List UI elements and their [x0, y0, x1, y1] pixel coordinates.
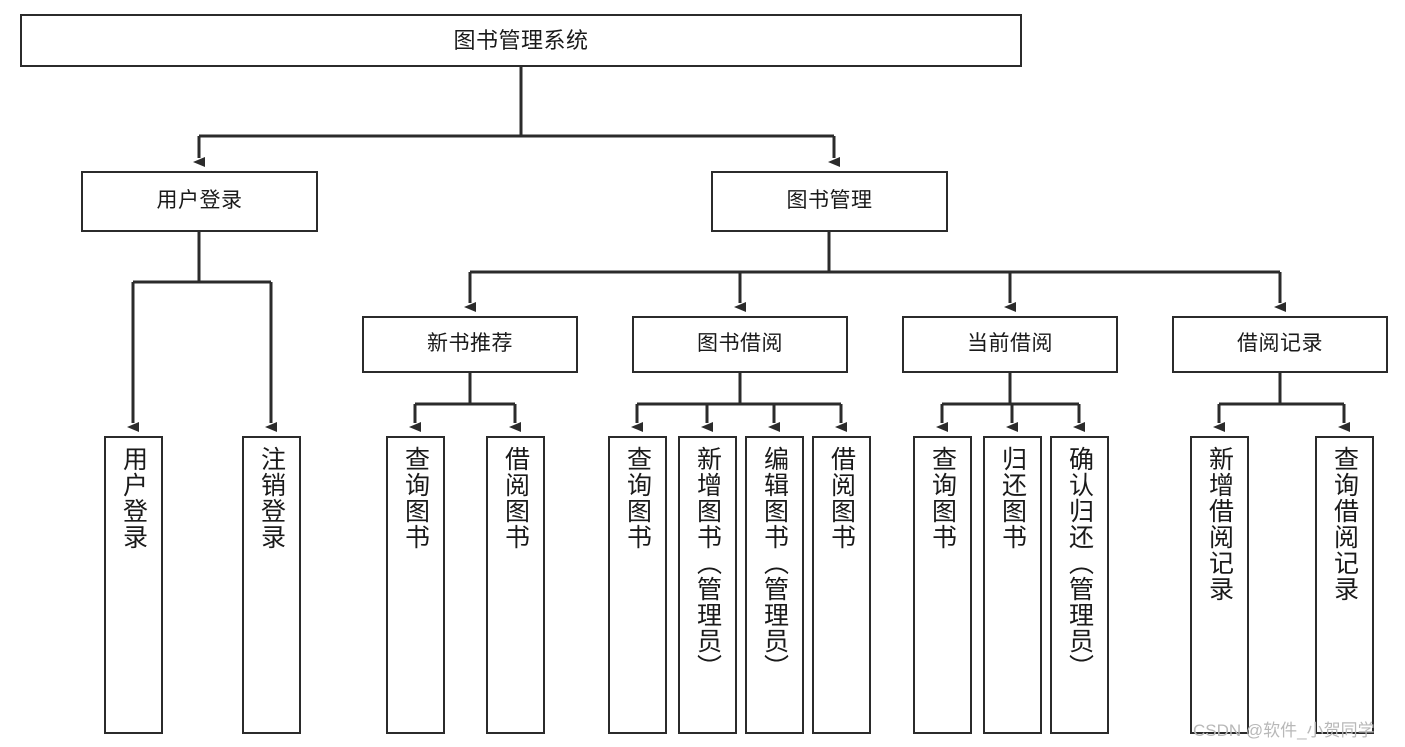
- node-label: 归还图书: [998, 446, 1027, 550]
- csdn-watermark: CSDN @软件_小贺同学: [1193, 721, 1375, 740]
- leaf-borrow-book[interactable]: 借阅图书: [812, 436, 871, 734]
- node-label: 当前借阅: [967, 332, 1053, 356]
- leaf-query-book-borrow[interactable]: 查询图书: [608, 436, 667, 734]
- leaf-query-book-cur[interactable]: 查询图书: [913, 436, 972, 734]
- node-label: 图书管理: [786, 189, 873, 213]
- node-current-borrow[interactable]: 当前借阅: [902, 316, 1118, 373]
- node-label: 查询借阅记录: [1330, 446, 1359, 602]
- node-label: 图书借阅: [697, 332, 783, 356]
- node-label: 新增借阅记录: [1205, 446, 1234, 602]
- node-borrow-record[interactable]: 借阅记录: [1172, 316, 1388, 373]
- node-label: 查询图书: [928, 446, 957, 550]
- node-label: 新增图书（管理员）: [693, 446, 722, 680]
- leaf-borrow-book-rec[interactable]: 借阅图书: [486, 436, 545, 734]
- node-label: 确认归还（管理员）: [1065, 446, 1094, 680]
- node-label: 借阅记录: [1237, 332, 1323, 356]
- node-label: 注销登录: [257, 446, 286, 550]
- leaf-edit-book[interactable]: 编辑图书（管理员）: [745, 436, 804, 734]
- node-user-login[interactable]: 用户登录: [81, 171, 318, 232]
- leaf-logout[interactable]: 注销登录: [242, 436, 301, 734]
- node-label: 用户登录: [156, 189, 243, 213]
- node-label: 用户登录: [119, 446, 148, 550]
- leaf-confirm-return[interactable]: 确认归还（管理员）: [1050, 436, 1109, 734]
- node-label: 图书管理系统: [453, 27, 589, 53]
- node-label: 编辑图书（管理员）: [760, 446, 789, 680]
- node-label: 查询图书: [623, 446, 652, 550]
- leaf-add-record[interactable]: 新增借阅记录: [1190, 436, 1249, 734]
- node-label: 新书推荐: [427, 332, 513, 356]
- leaf-query-book-rec[interactable]: 查询图书: [386, 436, 445, 734]
- node-label: 查询图书: [401, 446, 430, 550]
- leaf-add-book[interactable]: 新增图书（管理员）: [678, 436, 737, 734]
- node-label: 借阅图书: [501, 446, 530, 550]
- node-label: 借阅图书: [827, 446, 856, 550]
- leaf-query-record[interactable]: 查询借阅记录: [1315, 436, 1374, 734]
- node-book-borrow[interactable]: 图书借阅: [632, 316, 848, 373]
- leaf-return-book[interactable]: 归还图书: [983, 436, 1042, 734]
- leaf-user-login[interactable]: 用户登录: [104, 436, 163, 734]
- node-new-book-rec[interactable]: 新书推荐: [362, 316, 578, 373]
- node-root-system[interactable]: 图书管理系统: [20, 14, 1022, 67]
- node-book-manage[interactable]: 图书管理: [711, 171, 948, 232]
